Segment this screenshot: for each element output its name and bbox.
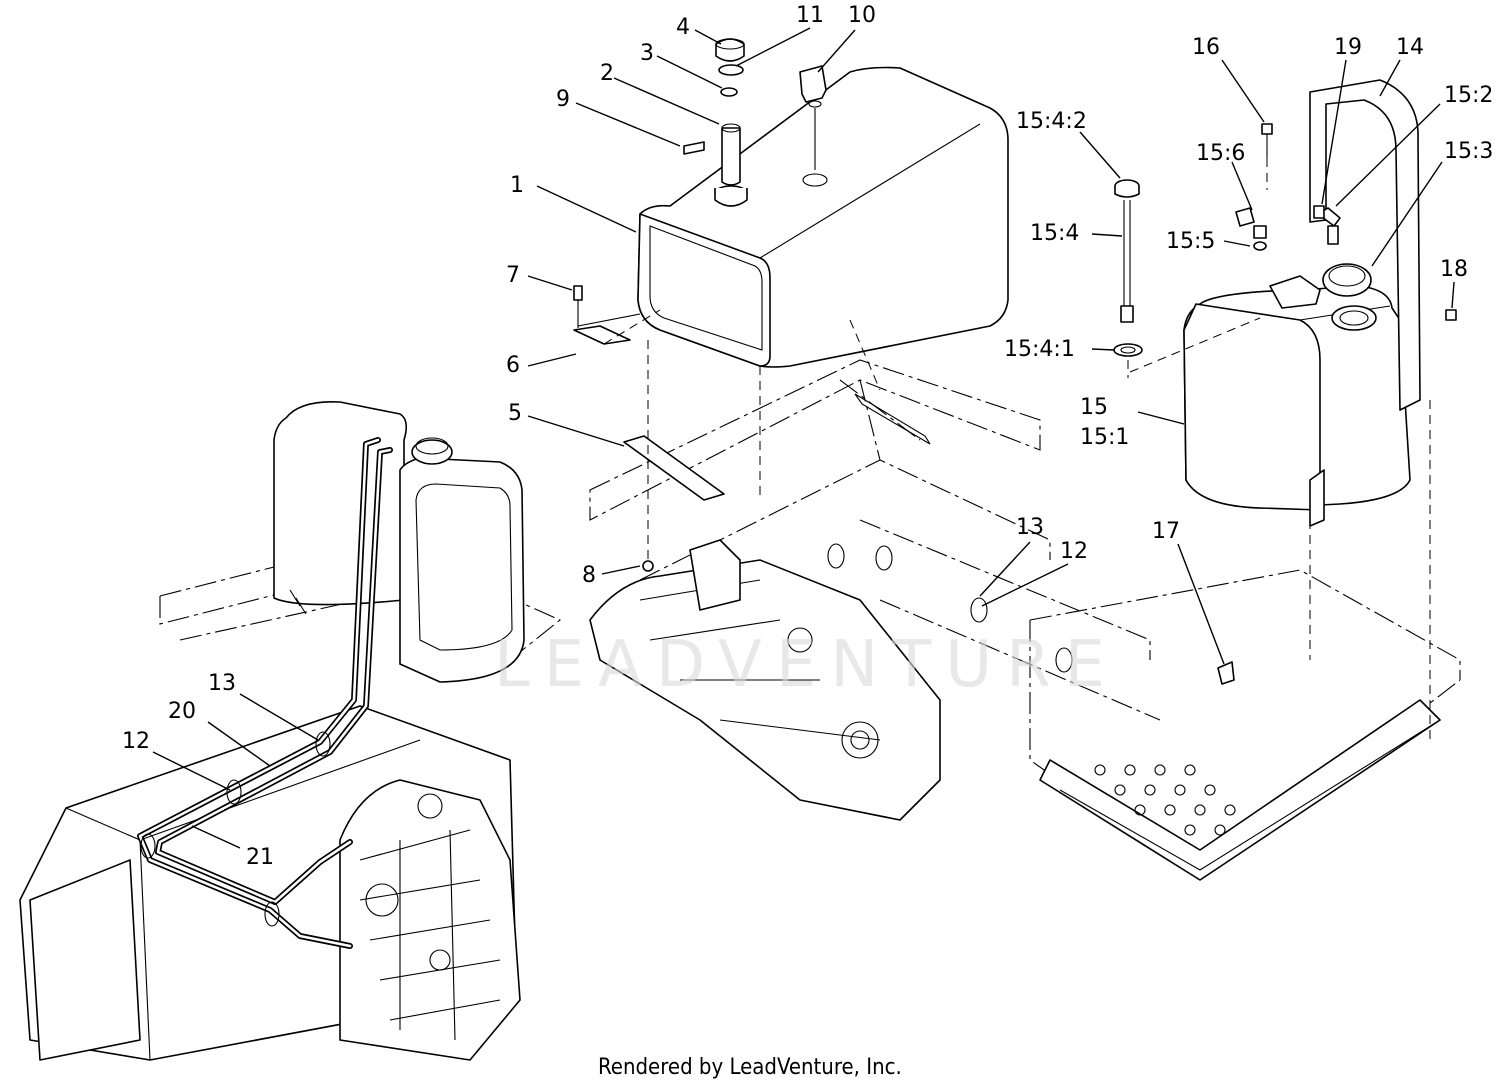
left-hydraulic-tank-installed [273, 401, 525, 683]
callout-18: 18 [1440, 257, 1468, 282]
mount-bracket-14 [1309, 79, 1421, 527]
fittings-15-5-15-6 [1235, 207, 1267, 251]
callout-15-6: 15:6 [1196, 141, 1245, 166]
fuel-hose-21 [155, 447, 393, 905]
callout-4: 4 [676, 15, 690, 40]
callout-13-left: 13 [208, 671, 236, 696]
fuel-hose-20 [137, 437, 381, 949]
callout-15-2: 15:2 [1444, 83, 1493, 108]
callout-5: 5 [508, 401, 522, 426]
callout-21: 21 [246, 845, 274, 870]
clip-19 [1313, 205, 1325, 219]
leader-lines [152, 27, 1455, 849]
callout-9: 9 [556, 87, 570, 112]
alignment-lines [603, 158, 1431, 740]
callout-12-left: 12 [122, 729, 150, 754]
hydraulic-tank-15 [1183, 263, 1411, 511]
fuel-tank-1 [637, 66, 1009, 368]
callout-19: 19 [1334, 35, 1362, 60]
callout-13-center: 13 [1016, 515, 1044, 540]
callout-7: 7 [506, 263, 520, 288]
right-platform [1029, 569, 1461, 881]
filler-neck-parts [683, 38, 748, 207]
callout-15-1: 15:1 [1080, 425, 1129, 450]
callout-15: 15 [1080, 395, 1108, 420]
clip-17 [1217, 661, 1235, 685]
callout-15-3: 15:3 [1444, 139, 1493, 164]
strap-6 [573, 313, 641, 345]
callout-15-4-1: 15:4:1 [1004, 337, 1075, 362]
nut-8 [642, 560, 654, 572]
callout-20: 20 [168, 699, 196, 724]
vent-valve-10 [799, 65, 827, 170]
bolt-7 [573, 285, 583, 328]
callout-labels: 1 2 3 4 5 6 7 8 9 10 11 12 12 13 13 14 1… [122, 3, 1493, 870]
callout-16: 16 [1192, 35, 1220, 60]
callout-6: 6 [506, 353, 520, 378]
callout-3: 3 [640, 41, 654, 66]
watermark-text: LEADVENTURE [494, 628, 1119, 702]
dipstick-15-4 [1113, 179, 1143, 357]
center-clamps [827, 543, 1073, 673]
callout-11: 11 [796, 3, 824, 28]
platform-holes [1094, 764, 1236, 836]
bolt-16 [1261, 123, 1273, 158]
callout-8: 8 [582, 563, 596, 588]
callout-10: 10 [848, 3, 876, 28]
callout-1: 1 [510, 173, 524, 198]
pad-5 [623, 435, 725, 501]
callout-17: 17 [1152, 519, 1180, 544]
callout-12-center: 12 [1060, 539, 1088, 564]
left-engine [339, 779, 521, 1061]
center-frame [589, 359, 1161, 821]
bolt-18 [1445, 309, 1457, 321]
callout-2: 2 [600, 61, 614, 86]
callout-15-4: 15:4 [1030, 221, 1079, 246]
left-hose-clamps [140, 731, 331, 927]
callout-14: 14 [1396, 35, 1424, 60]
callout-15-4-2: 15:4:2 [1016, 109, 1087, 134]
callout-15-5: 15:5 [1166, 229, 1215, 254]
footer-credit: Rendered by LeadVenture, Inc. [598, 1055, 902, 1080]
